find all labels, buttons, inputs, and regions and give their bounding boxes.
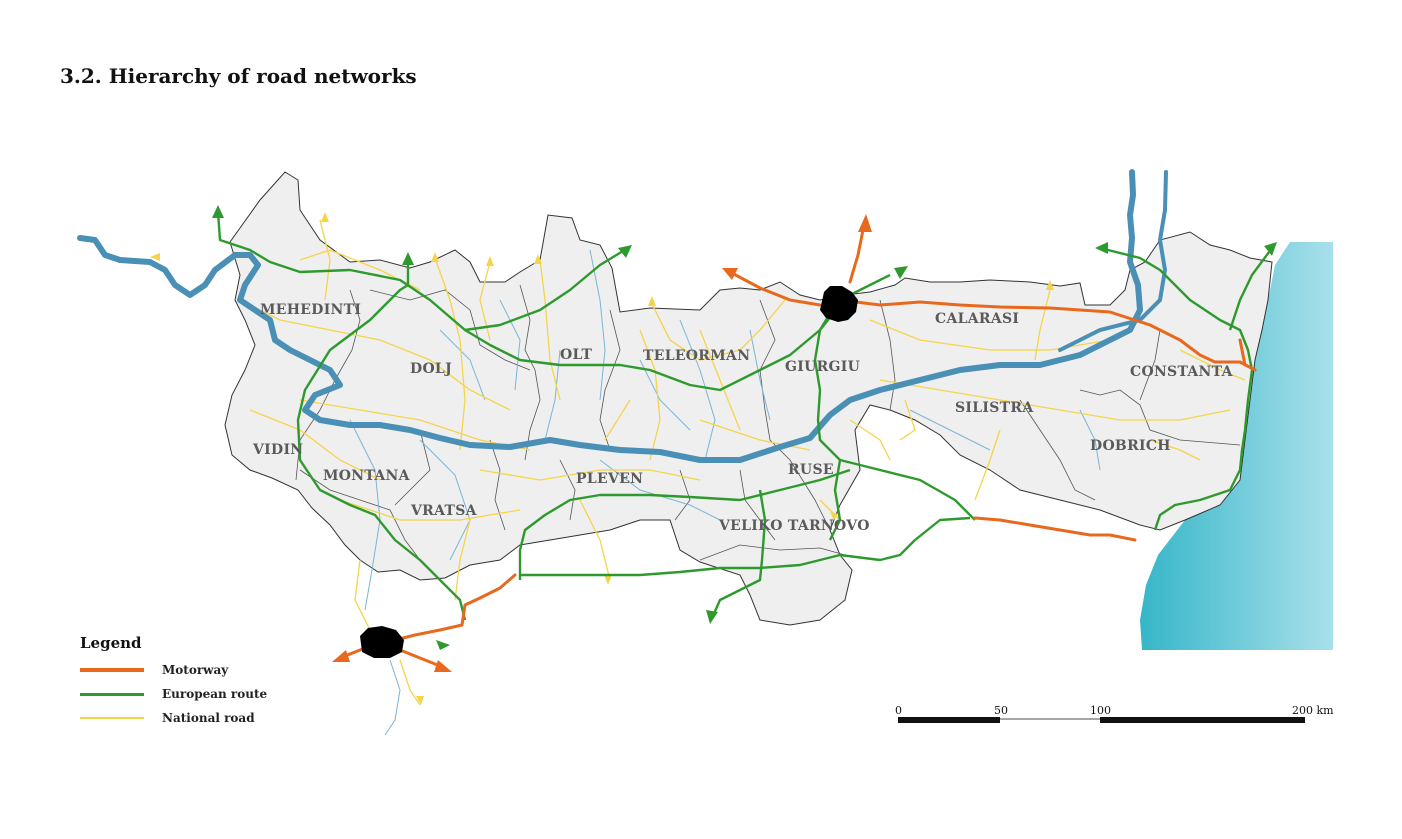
region-label-teleorman: TELEORMAN (643, 348, 750, 364)
region-label-constanta: CONSTANTA (1130, 364, 1234, 380)
danube-river (77, 169, 1143, 463)
legend-swatch-european-route (80, 692, 144, 696)
map-heading: 3.2. Hierarchy of road networks (60, 64, 417, 88)
scale-bar-segment (898, 717, 1000, 723)
scale-bar: 0 50 100 200 km (895, 704, 1334, 723)
region-label-silistra: SILISTRA (955, 400, 1034, 416)
legend-label: National road (162, 711, 255, 725)
european-routes (216, 211, 1273, 621)
legend: Legend Motorway European route National … (80, 634, 340, 730)
city-sofia (360, 626, 404, 658)
scale-tick-label: 0 (895, 704, 902, 717)
region-label-olt: OLT (560, 347, 592, 363)
region-labels: MEHEDINTI DOLJ OLT TELEORMAN GIURGIU CAL… (252, 302, 1234, 534)
region-label-vratsa: VRATSA (410, 503, 478, 519)
black-sea (1140, 242, 1333, 650)
national-road-arrows (150, 212, 1054, 705)
motorway-arrows (332, 214, 872, 672)
land-area (224, 171, 1273, 626)
region-label-pleven: PLEVEN (576, 471, 643, 487)
legend-title: Legend (80, 634, 142, 652)
legend-swatch-motorway (80, 668, 144, 672)
european-route-arrows (212, 205, 1277, 650)
region-borders (295, 284, 1241, 561)
region-label-veliko-tarnovo: VELIKO TARNOVO (718, 518, 870, 534)
scale-tick-label: 200 km (1292, 704, 1334, 717)
danube-branch (1058, 170, 1168, 352)
streams (349, 249, 1101, 736)
legend-item-national-road: National road (80, 706, 340, 730)
scale-tick-label: 50 (994, 704, 1008, 717)
legend-item-european-route: European route (80, 682, 340, 706)
scale-bar-segment (1100, 717, 1305, 723)
national-roads (239, 219, 1246, 706)
region-label-dolj: DOLJ (410, 361, 452, 377)
legend-item-motorway: Motorway (80, 658, 340, 682)
region-label-montana: MONTANA (323, 468, 411, 484)
region-label-dobrich: DOBRICH (1090, 438, 1171, 454)
region-label-giurgiu: GIURGIU (785, 359, 860, 375)
region-label-mehedinti: MEHEDINTI (260, 302, 361, 318)
region-label-calarasi: CALARASI (935, 311, 1019, 327)
legend-label: European route (162, 687, 268, 701)
scale-tick-label: 100 (1090, 704, 1111, 717)
region-label-vidin: VIDIN (252, 442, 303, 458)
city-bucharest (820, 286, 858, 322)
region-label-ruse: RUSE (788, 462, 834, 478)
legend-swatch-national-road (80, 717, 144, 719)
legend-label: Motorway (162, 663, 229, 677)
